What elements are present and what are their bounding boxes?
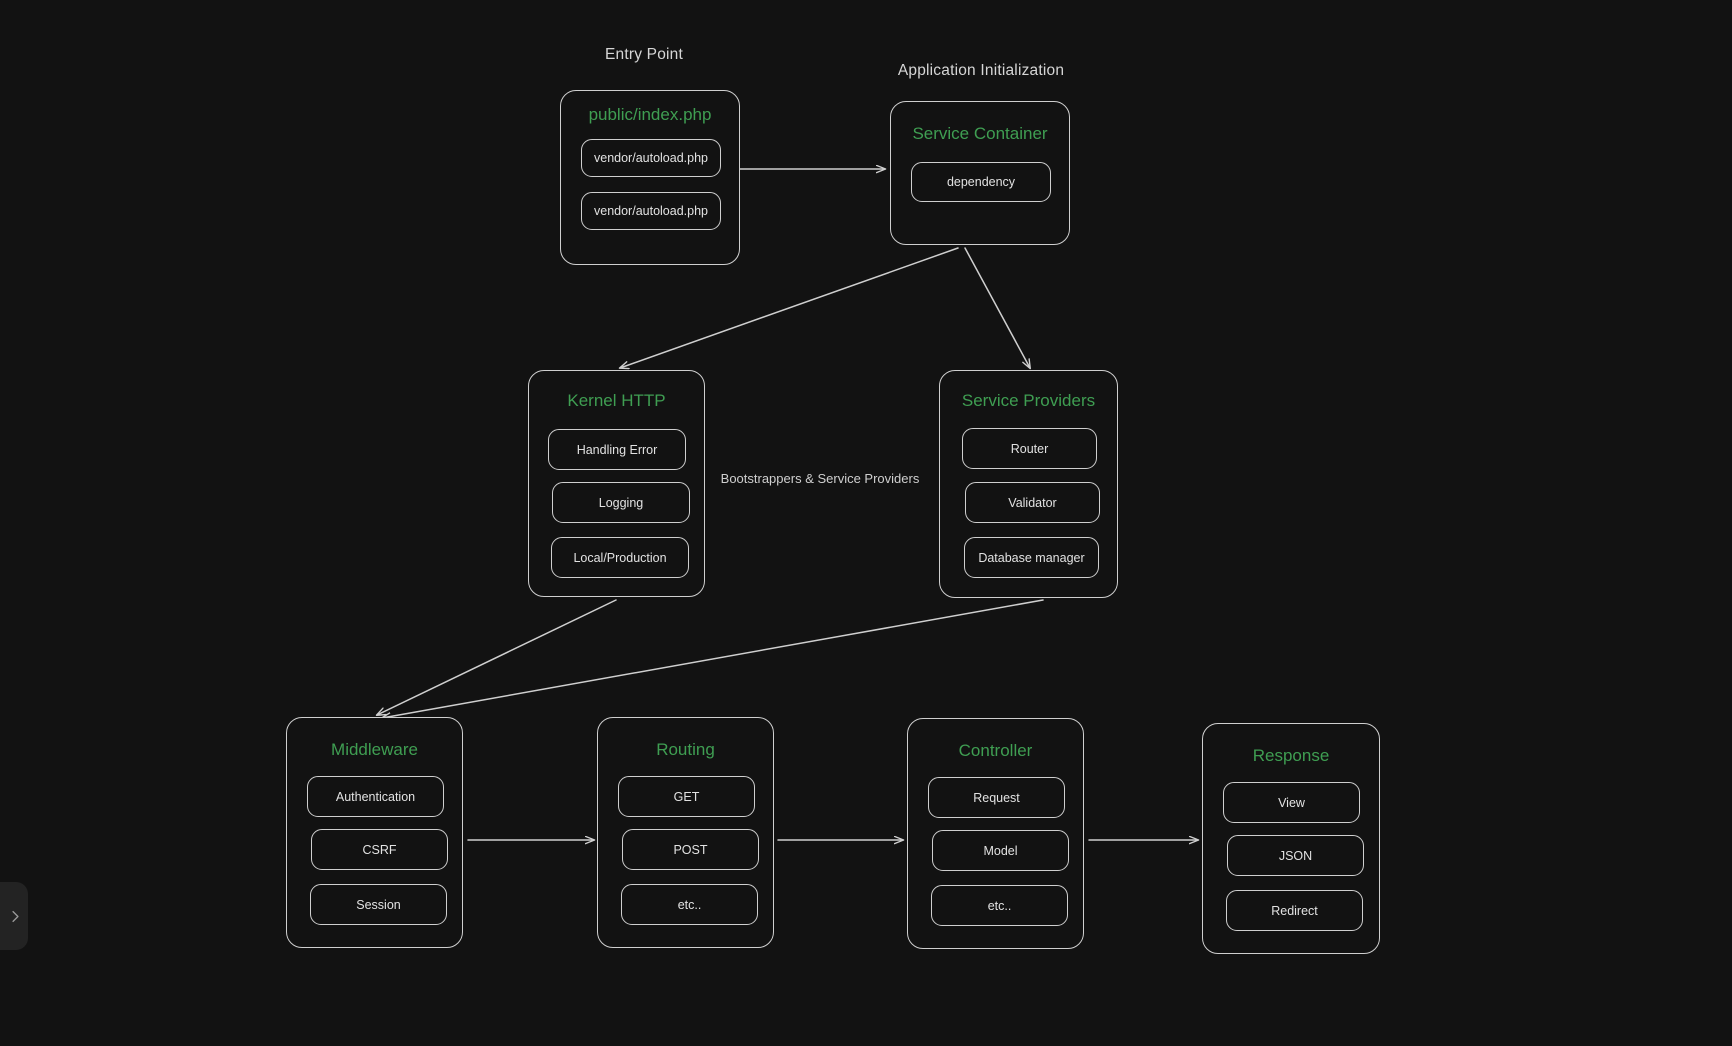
card-service-container-title: Service Container bbox=[912, 124, 1048, 143]
chip-local-production[interactable]: Local/Production bbox=[551, 537, 689, 578]
arrow-providers-to-middleware bbox=[382, 599, 1044, 718]
card-index-php-title: public/index.php bbox=[588, 105, 712, 124]
label-application-initialization: Application Initialization bbox=[897, 62, 1065, 79]
card-index-php[interactable]: public/index.php vendor/autoload.php ven… bbox=[560, 90, 740, 265]
label-entry-point: Entry Point bbox=[604, 46, 684, 63]
card-middleware[interactable]: Middleware Authentication CSRF Session bbox=[286, 717, 463, 948]
card-kernel-http-title: Kernel HTTP bbox=[567, 391, 666, 410]
chip-authentication[interactable]: Authentication bbox=[307, 776, 444, 817]
chip-csrf[interactable]: CSRF bbox=[311, 829, 448, 870]
chevron-right-icon bbox=[9, 910, 22, 923]
arrow-kernel-to-middleware bbox=[377, 599, 617, 715]
chip-json[interactable]: JSON bbox=[1227, 835, 1364, 876]
chip-validator[interactable]: Validator bbox=[965, 482, 1100, 523]
label-bootstrappers: Bootstrappers & Service Providers bbox=[720, 471, 920, 486]
chip-model[interactable]: Model bbox=[932, 830, 1069, 871]
arrow-container-to-kernel bbox=[620, 247, 959, 368]
chip-router[interactable]: Router bbox=[962, 428, 1097, 469]
chip-logging[interactable]: Logging bbox=[552, 482, 690, 523]
chip-index-autoload-2[interactable]: vendor/autoload.php bbox=[581, 192, 721, 230]
chip-routing-etc[interactable]: etc.. bbox=[621, 884, 758, 925]
chip-index-autoload-1[interactable]: vendor/autoload.php bbox=[581, 139, 721, 177]
chip-dependency[interactable]: dependency bbox=[911, 162, 1051, 202]
card-routing-title: Routing bbox=[656, 740, 715, 759]
chip-get[interactable]: GET bbox=[618, 776, 755, 817]
card-response[interactable]: Response View JSON Redirect bbox=[1202, 723, 1380, 954]
card-controller[interactable]: Controller Request Model etc.. bbox=[907, 718, 1084, 949]
chip-session[interactable]: Session bbox=[310, 884, 447, 925]
card-service-providers[interactable]: Service Providers Router Validator Datab… bbox=[939, 370, 1118, 598]
arrow-container-to-providers bbox=[964, 247, 1030, 368]
chip-controller-etc[interactable]: etc.. bbox=[931, 885, 1068, 926]
chip-view[interactable]: View bbox=[1223, 782, 1360, 823]
card-kernel-http[interactable]: Kernel HTTP Handling Error Logging Local… bbox=[528, 370, 705, 597]
chip-request[interactable]: Request bbox=[928, 777, 1065, 818]
chip-post[interactable]: POST bbox=[622, 829, 759, 870]
panel-expand-button[interactable] bbox=[0, 882, 28, 950]
card-service-container[interactable]: Service Container dependency bbox=[890, 101, 1070, 245]
card-controller-title: Controller bbox=[958, 741, 1033, 760]
card-service-providers-title: Service Providers bbox=[961, 391, 1096, 410]
chip-database-manager[interactable]: Database manager bbox=[964, 537, 1099, 578]
card-middleware-title: Middleware bbox=[331, 740, 418, 759]
card-routing[interactable]: Routing GET POST etc.. bbox=[597, 717, 774, 948]
card-response-title: Response bbox=[1252, 746, 1330, 765]
chip-redirect[interactable]: Redirect bbox=[1226, 890, 1363, 931]
chip-handling-error[interactable]: Handling Error bbox=[548, 429, 686, 470]
